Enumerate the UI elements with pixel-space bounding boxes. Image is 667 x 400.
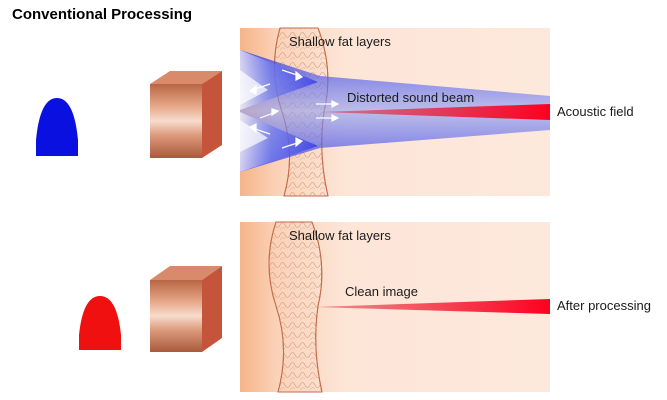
distorted-beam	[240, 50, 550, 172]
page-title: Conventional Processing	[12, 6, 193, 23]
clean-image-label: Clean image	[345, 284, 418, 299]
clean-beam	[314, 299, 550, 314]
transducer-bottom	[150, 266, 222, 352]
fat-layers-label-top: Shallow fat layers	[289, 34, 391, 49]
transducer-top	[150, 71, 222, 158]
fat-layers-label-bottom: Shallow fat layers	[289, 228, 391, 243]
pulse-waveform-top	[36, 98, 78, 156]
acoustic-field-label: Acoustic field	[557, 104, 634, 119]
distorted-beam-label: Distorted sound beam	[347, 90, 474, 105]
top-panel: Shallow fat layers Distorted sound beam …	[36, 27, 634, 197]
bottom-panel: Shallow fat layers Clean image After pro…	[79, 221, 651, 393]
pulse-waveform-bottom	[79, 296, 121, 350]
after-processing-label: After processing	[557, 298, 651, 313]
reflection-arrows-top	[248, 69, 340, 149]
